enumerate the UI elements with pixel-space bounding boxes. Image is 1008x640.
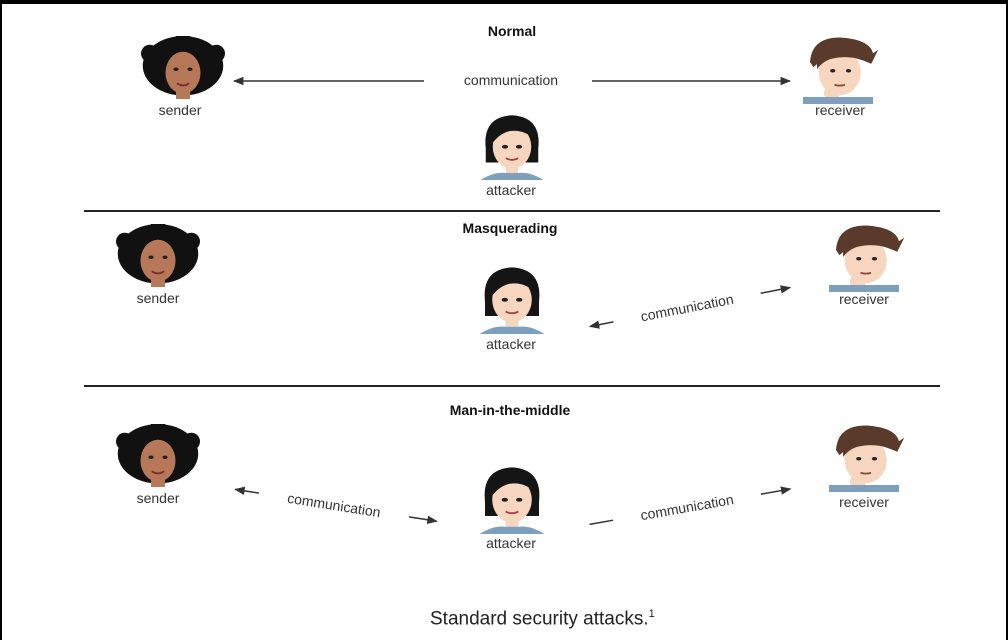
- sender-label: sender: [158, 102, 202, 118]
- panel-divider: [84, 385, 940, 387]
- panel-title-normal: Normal: [487, 23, 537, 39]
- arrow-line-left: [589, 519, 614, 526]
- sender-label: sender: [136, 490, 180, 506]
- arrow-line-left: [588, 320, 614, 329]
- attacker-label: attacker: [486, 535, 536, 551]
- panel-title-mitm: Man-in-the-middle: [449, 402, 571, 418]
- communication-label: communication: [639, 491, 735, 523]
- communication-label: communication: [286, 490, 382, 521]
- arrow-line-right: [760, 486, 792, 495]
- panel-divider: [84, 210, 940, 212]
- caption-text: Standard security attacks.: [430, 608, 649, 630]
- attacker-label: attacker: [486, 182, 536, 198]
- communication-label: communication: [464, 72, 558, 88]
- figure-caption: Standard security attacks.1: [430, 608, 655, 630]
- receiver-label: receiver: [839, 291, 889, 307]
- receiver-label: receiver: [839, 494, 889, 510]
- caption-footnote: 1: [648, 608, 655, 620]
- panel-title-masquerading: Masquerading: [462, 220, 558, 236]
- arrow-line-right: [760, 285, 792, 294]
- arrow-line-left: [234, 486, 260, 495]
- receiver-label: receiver: [815, 102, 865, 118]
- communication-label: communication: [639, 291, 734, 325]
- sender-label: sender: [136, 290, 180, 306]
- attacker-label: attacker: [486, 336, 536, 352]
- arrow-line-right: [408, 515, 438, 524]
